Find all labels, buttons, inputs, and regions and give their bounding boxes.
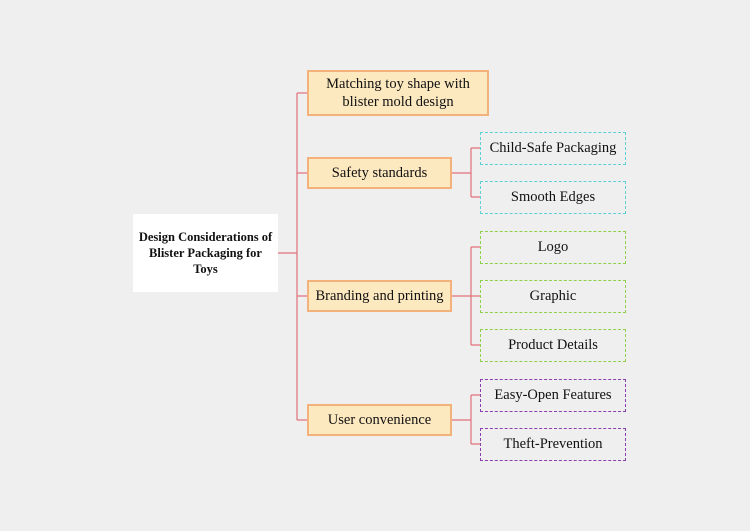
- leaf-label: Easy-Open Features: [494, 387, 612, 403]
- leaf-label: Graphic: [529, 288, 577, 304]
- branch-user-convenience: User convenience: [307, 404, 452, 436]
- leaf-label: Product Details: [508, 337, 598, 353]
- leaf-smooth-edges: Smooth Edges: [480, 181, 626, 214]
- branch-branding-printing: Branding and printing: [307, 280, 452, 312]
- leaf-child-safe-packaging: Child-Safe Packaging: [480, 132, 626, 165]
- branch-label: Safety standards: [331, 165, 428, 181]
- connector-branding: [452, 246, 480, 346]
- leaf-easy-open-features: Easy-Open Features: [480, 379, 626, 412]
- leaf-product-details: Product Details: [480, 329, 626, 362]
- leaf-label: Logo: [537, 239, 569, 255]
- leaf-logo: Logo: [480, 231, 626, 264]
- leaf-label: Child-Safe Packaging: [489, 140, 617, 156]
- leaf-label: Theft-Prevention: [503, 436, 603, 452]
- leaf-label: Smooth Edges: [510, 189, 596, 205]
- root-node: Design Considerations of Blister Packagi…: [133, 214, 278, 292]
- root-label: Design Considerations of Blister Packagi…: [138, 230, 273, 276]
- leaf-theft-prevention: Theft-Prevention: [480, 428, 626, 461]
- branch-safety-standards: Safety standards: [307, 157, 452, 189]
- branch-label: User convenience: [327, 412, 432, 428]
- branch-label: Matching toy shape with blister mold des…: [326, 76, 470, 110]
- connector-convenience: [452, 394, 480, 445]
- leaf-graphic: Graphic: [480, 280, 626, 313]
- branch-label: Branding and printing: [315, 288, 444, 304]
- branch-matching-toy-shape: Matching toy shape with blister mold des…: [307, 70, 489, 116]
- connector-safety: [452, 147, 480, 198]
